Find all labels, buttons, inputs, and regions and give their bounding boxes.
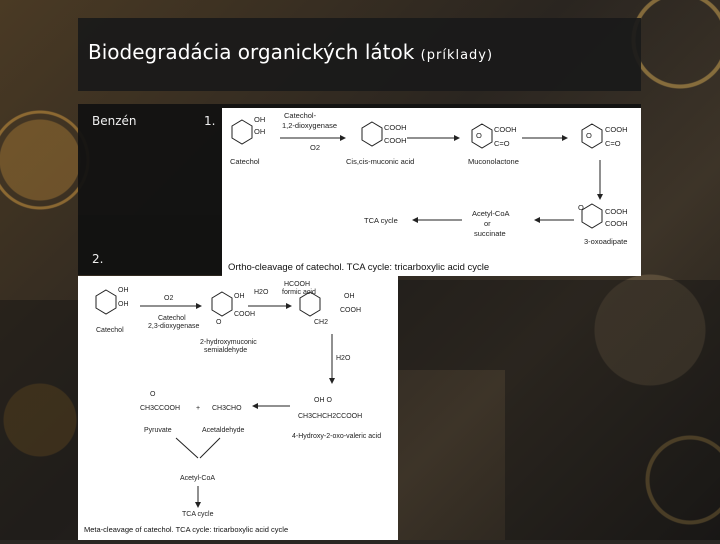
label-benzen: Benzén — [92, 114, 137, 128]
arrowhead-4 — [597, 194, 603, 200]
reagent-label: H2O — [336, 355, 351, 362]
group-label: COOH — [605, 125, 628, 134]
compound-name: TCA cycle — [182, 511, 214, 518]
group-label: COOH — [605, 219, 628, 228]
oh-label: OH — [254, 115, 265, 124]
compound-name: Acetyl-CoA — [472, 209, 510, 218]
group-label: COOH — [340, 307, 361, 314]
arrowhead-3 — [562, 135, 568, 141]
ortho-cleavage-diagram: Catechol- 1,2-dioxygenase O2 OH OH Catec… — [222, 108, 641, 276]
arrowhead-3 — [329, 378, 335, 384]
semialdehyde-ring — [212, 292, 232, 316]
compound-name: TCA cycle — [364, 216, 398, 225]
arrow-6 — [200, 438, 220, 458]
compound-name: Cis,cis-muconic acid — [346, 157, 414, 166]
group-label: O — [476, 131, 482, 140]
arrowhead-2 — [286, 303, 292, 309]
catechol-ring — [96, 290, 116, 314]
compound-name: succinate — [474, 229, 506, 238]
enol-lactone-ring — [582, 124, 602, 148]
label-one: 1. — [204, 114, 215, 128]
group-label: COOH — [384, 136, 407, 145]
oxoadipate-ring — [582, 204, 602, 228]
slide-title: Biodegradácia organických látok (príklad… — [88, 40, 493, 64]
background-tile — [505, 370, 720, 540]
group-label: C=O — [494, 139, 510, 148]
compound-name: or — [484, 219, 491, 228]
group-label: O — [150, 391, 156, 398]
reagent-label: formic acid — [282, 289, 316, 296]
compound-name: 2-hydroxymuconic — [200, 339, 257, 346]
compound-name: Pyruvate — [144, 427, 172, 434]
meta-cleavage-diagram: OH OH Catechol O2 Catechol 2,3-dioxygena… — [78, 276, 398, 540]
reagent-label: HCOOH — [284, 281, 310, 288]
background-tile — [398, 280, 720, 370]
arrowhead-2 — [454, 135, 460, 141]
plus-sign: + — [196, 405, 200, 412]
arrowhead-1 — [340, 135, 346, 141]
group-label: O — [216, 319, 222, 326]
enzyme-label: 2,3-dioxygenase — [148, 323, 199, 330]
oh-label: OH — [118, 287, 129, 294]
group-label: CH2 — [314, 319, 328, 326]
arrowhead-7 — [195, 502, 201, 508]
group-label: COOH — [384, 123, 407, 132]
group-label: COOH — [605, 207, 628, 216]
compound-formula: CH3CCOOH — [140, 405, 180, 412]
enzyme-label: Catechol- — [284, 111, 317, 120]
compound-name: 4-Hydroxy-2-oxo-valeric acid — [292, 433, 381, 440]
ortho-pathway-svg: Catechol- 1,2-dioxygenase O2 OH OH Catec… — [222, 108, 641, 276]
catechol-ring — [232, 120, 252, 144]
arrow-5 — [176, 438, 198, 458]
arrowhead-5 — [534, 217, 540, 223]
group-label: OH O — [314, 397, 332, 404]
compound-formula: CH3CHCH2CCOOH — [298, 413, 362, 420]
o2-label: O2 — [310, 143, 320, 152]
arrowhead-1 — [196, 303, 202, 309]
compound-name: Acetaldehyde — [202, 427, 245, 434]
group-label: O — [586, 131, 592, 140]
group-label: COOH — [494, 125, 517, 134]
reagent-label: H2O — [254, 289, 269, 296]
group-label: OH — [344, 293, 355, 300]
meta-caption: Meta-cleavage of catechol. TCA cycle: tr… — [84, 525, 288, 534]
arrowhead-4 — [252, 403, 258, 409]
group-label: OH — [234, 293, 245, 300]
enzyme-label: 1,2-dioxygenase — [282, 121, 337, 130]
oh-label: OH — [254, 127, 265, 136]
compound-formula: CH3CHO — [212, 405, 242, 412]
group-label: O — [578, 203, 584, 212]
meta-pathway-svg: OH OH Catechol O2 Catechol 2,3-dioxygena… — [78, 276, 398, 540]
label-two: 2. — [92, 252, 103, 266]
background-tile — [0, 300, 78, 540]
group-label: COOH — [234, 311, 255, 318]
muconolactone-ring — [472, 124, 492, 148]
group-label: C=O — [605, 139, 621, 148]
arrowhead-6 — [412, 217, 418, 223]
compound-name: Acetyl-CoA — [180, 475, 215, 482]
compound-name: semialdehyde — [204, 347, 247, 354]
ortho-caption: Ortho-cleavage of catechol. TCA cycle: t… — [228, 262, 489, 273]
compound-name: 3-oxoadipate — [584, 237, 627, 246]
muconic-ring — [362, 122, 382, 146]
content-panel-lower — [78, 215, 228, 275]
compound-name: Catechol — [96, 327, 124, 334]
compound-name: Muconolactone — [468, 157, 519, 166]
o2-label: O2 — [164, 295, 173, 302]
compound-name: Catechol — [230, 157, 260, 166]
oh-label: OH — [118, 301, 129, 308]
enzyme-label: Catechol — [158, 315, 186, 322]
